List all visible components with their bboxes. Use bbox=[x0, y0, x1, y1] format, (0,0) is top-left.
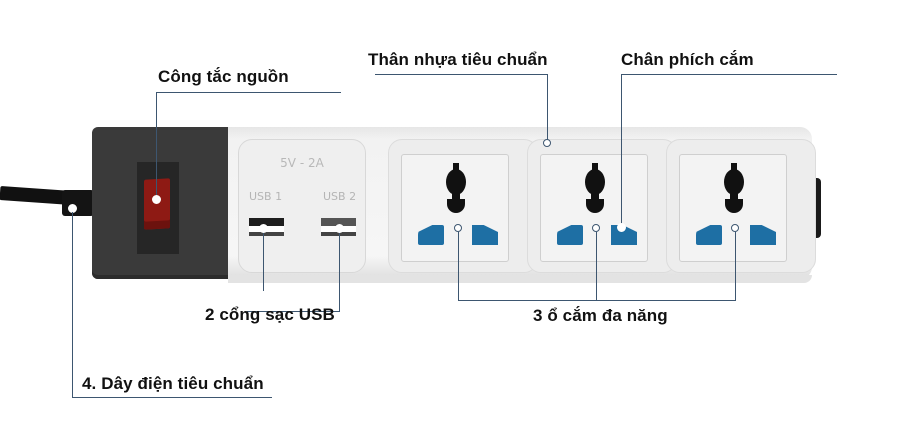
callout-line-cable bbox=[72, 212, 73, 398]
label-cable: 4. Dây điện tiêu chuẩn bbox=[82, 374, 264, 393]
callout-line-body bbox=[375, 74, 548, 75]
callout-line-prongs bbox=[621, 74, 622, 228]
callout-line-usb bbox=[339, 229, 340, 311]
end-cap bbox=[811, 178, 821, 238]
callout-dot-outlet-1 bbox=[454, 224, 462, 232]
pin-slot-icon bbox=[750, 225, 776, 245]
label-switch: Công tắc nguồn bbox=[158, 67, 289, 86]
ground-hole-icon bbox=[585, 163, 605, 195]
cable-strain-relief bbox=[62, 190, 94, 216]
callout-dot-switch bbox=[152, 195, 161, 204]
callout-dot-outlet-3 bbox=[731, 224, 739, 232]
label-prongs: Chân phích cắm bbox=[621, 50, 754, 69]
usb-rating: 5V - 2A bbox=[280, 156, 324, 170]
outlet-2 bbox=[527, 139, 677, 273]
callout-line-outlets bbox=[458, 232, 459, 301]
power-strip: 5V - 2A USB 1 USB 2 bbox=[92, 127, 822, 285]
outlet-1 bbox=[388, 139, 538, 273]
callout-dot-usb-2 bbox=[335, 224, 344, 233]
callout-line-outlets bbox=[596, 232, 597, 301]
callout-line-cable bbox=[72, 397, 272, 398]
callout-line-usb bbox=[263, 229, 264, 291]
ground-hole-icon bbox=[724, 163, 744, 195]
pin-slot-icon bbox=[557, 225, 583, 245]
pin-slot-icon bbox=[418, 225, 444, 245]
callout-line-outlets bbox=[458, 300, 736, 301]
power-switch bbox=[144, 178, 170, 230]
callout-dot-usb-1 bbox=[259, 224, 268, 233]
usb-panel: 5V - 2A USB 1 USB 2 bbox=[238, 139, 366, 273]
callout-dot-prongs bbox=[617, 223, 626, 232]
callout-dot-body bbox=[543, 139, 551, 147]
callout-dot-outlet-2 bbox=[592, 224, 600, 232]
usb-2-label: USB 2 bbox=[323, 190, 357, 203]
label-body: Thân nhựa tiêu chuẩn bbox=[368, 50, 548, 69]
outlet-3 bbox=[666, 139, 816, 273]
pin-slot-icon bbox=[696, 225, 722, 245]
usb-1-label: USB 1 bbox=[249, 190, 283, 203]
ground-hole-icon bbox=[446, 163, 466, 195]
outlet-face bbox=[679, 154, 787, 262]
callout-line-usb bbox=[247, 311, 340, 312]
callout-line-prongs bbox=[621, 74, 837, 75]
label-usb: 2 cổng sạc USB bbox=[205, 305, 335, 324]
pin-slot-icon bbox=[472, 225, 498, 245]
outlet-face bbox=[401, 154, 509, 262]
callout-line-outlets bbox=[735, 232, 736, 301]
callout-line-switch bbox=[156, 92, 157, 198]
callout-line-switch bbox=[156, 92, 341, 93]
callout-line-body bbox=[547, 74, 548, 140]
outlet-face bbox=[540, 154, 648, 262]
body-lip bbox=[228, 275, 812, 283]
label-outlets: 3 ổ cắm đa năng bbox=[533, 306, 668, 325]
